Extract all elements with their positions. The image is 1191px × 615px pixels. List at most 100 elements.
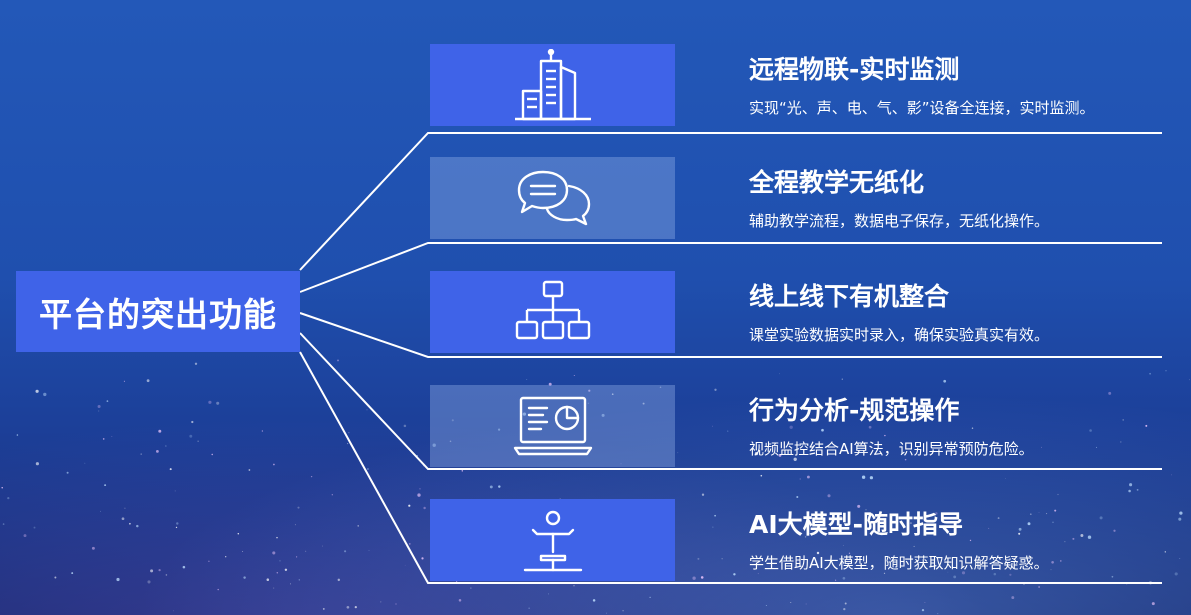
particle: [100, 510, 102, 512]
particle: [461, 470, 464, 472]
feature-item-remote-iot: 远程物联-实时监测 实现“光、声、电、气、影”设备全连接，实时监测。: [430, 44, 1170, 126]
feature-description: 视频监控结合AI算法，识别异常预防危险。: [749, 440, 1034, 458]
particle: [547, 593, 549, 595]
particle: [368, 550, 370, 551]
particle: [1038, 586, 1040, 588]
particle: [129, 522, 131, 525]
main-title: 平台的突出功能: [16, 271, 300, 352]
feature-icon-box: [430, 499, 675, 581]
particle: [16, 434, 19, 436]
particle: [97, 404, 101, 409]
particle: [419, 488, 421, 490]
particle: [337, 359, 339, 362]
particle: [98, 410, 100, 412]
particle: [146, 379, 150, 383]
particle: [116, 577, 120, 582]
particle: [1057, 493, 1059, 496]
particle: [322, 607, 325, 610]
feature-title: 远程物联-实时监测: [749, 55, 960, 84]
particle: [174, 490, 176, 492]
particle: [458, 599, 462, 602]
particle: [136, 524, 139, 528]
particle: [225, 556, 227, 558]
particle: [606, 612, 608, 614]
particle: [380, 601, 382, 603]
feature-icon-box: [430, 385, 675, 467]
particle: [91, 546, 95, 550]
particle: [208, 560, 210, 563]
particle: [844, 602, 847, 605]
particle: [33, 526, 36, 529]
particle: [347, 443, 349, 445]
particle: [266, 578, 270, 581]
particle: [357, 525, 359, 527]
particle: [297, 506, 300, 509]
feature-item-ai-model: AI大模型-随时指导 学生借助AI大模型，随时获取知识解答疑惑。: [430, 499, 1170, 581]
particle: [322, 545, 323, 547]
particle: [1011, 596, 1015, 600]
particle: [790, 601, 792, 603]
particle: [456, 580, 458, 583]
particle: [66, 471, 69, 474]
particle: [366, 409, 368, 411]
particle: [416, 455, 418, 457]
particle: [1125, 582, 1128, 585]
feature-item-behavior-analysis: 行为分析-规范操作 视频监控结合AI算法，识别异常预防危险。: [430, 385, 1170, 467]
particle: [1023, 583, 1025, 585]
particle: [344, 550, 347, 553]
particle: [176, 522, 179, 525]
laptop-chart-icon: [513, 396, 592, 456]
particle: [140, 453, 142, 455]
feature-icon-box: [430, 271, 675, 353]
feature-title: 线上线下有机整合: [749, 282, 950, 311]
particle: [937, 613, 939, 615]
particle: [841, 378, 843, 380]
particle: [395, 603, 397, 605]
particle: [243, 576, 246, 579]
particle: [1079, 582, 1080, 584]
particle: [408, 504, 411, 507]
particle: [827, 494, 831, 498]
particle: [272, 551, 276, 555]
particle: [150, 569, 154, 573]
particle: [796, 495, 799, 499]
particle: [346, 605, 350, 609]
particle: [106, 400, 109, 402]
particle: [104, 484, 107, 487]
particle: [71, 572, 74, 575]
particle: [169, 468, 172, 471]
particle: [489, 485, 493, 489]
particle: [760, 474, 763, 477]
robot-icon: [523, 510, 582, 572]
particle: [1151, 602, 1155, 606]
particle: [423, 506, 426, 510]
particle: [498, 485, 501, 488]
particle: [124, 507, 126, 509]
particle: [197, 440, 199, 442]
particle: [455, 581, 458, 583]
particle: [248, 469, 251, 471]
particle: [7, 496, 10, 500]
particle: [208, 400, 212, 404]
feature-title: AI大模型-随时指导: [749, 510, 964, 539]
particle: [649, 596, 651, 599]
particle: [418, 495, 420, 497]
particle: [261, 430, 264, 432]
particle: [191, 420, 194, 424]
feature-title: 行为分析-规范操作: [749, 396, 960, 425]
hierarchy-icon: [515, 280, 590, 340]
particle: [147, 580, 151, 584]
feature-item-paperless: 全程教学无纸化 辅助教学流程，数据电子保存，无纸化操作。: [430, 157, 1170, 239]
particle: [421, 557, 424, 560]
particle: [237, 533, 240, 535]
feature-description: 辅助教学流程，数据电子保存，无纸化操作。: [749, 212, 1050, 230]
particle: [869, 476, 874, 480]
particle: [573, 585, 575, 587]
feature-description: 课堂实验数据实时录入，确保实验真实有效。: [749, 326, 1050, 344]
particle: [295, 556, 298, 558]
particle: [273, 463, 275, 466]
particle: [165, 445, 167, 447]
particle: [121, 517, 125, 521]
particle: [1179, 557, 1181, 560]
particle: [298, 579, 300, 581]
